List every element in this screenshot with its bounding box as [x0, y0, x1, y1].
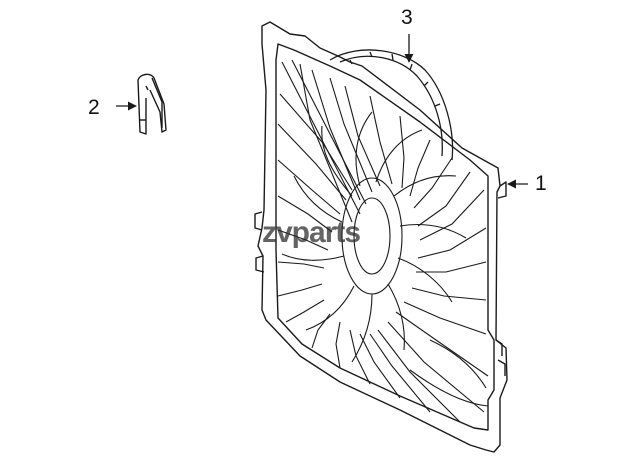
- callout-leaders: [116, 34, 528, 189]
- callout-2-retaining-clip: 2: [88, 96, 100, 119]
- radiator-shroud: [254, 21, 508, 453]
- retaining-clip: [137, 73, 167, 135]
- shroud-ribs: [277, 59, 489, 423]
- callout-1-radiator-shroud: 1: [535, 172, 547, 195]
- fan-assembly-motor-housing: [329, 49, 454, 161]
- fan-blades: [281, 111, 489, 407]
- callout-3-fan-assembly: 3: [401, 6, 413, 29]
- watermark-logo: zvparts: [262, 216, 361, 249]
